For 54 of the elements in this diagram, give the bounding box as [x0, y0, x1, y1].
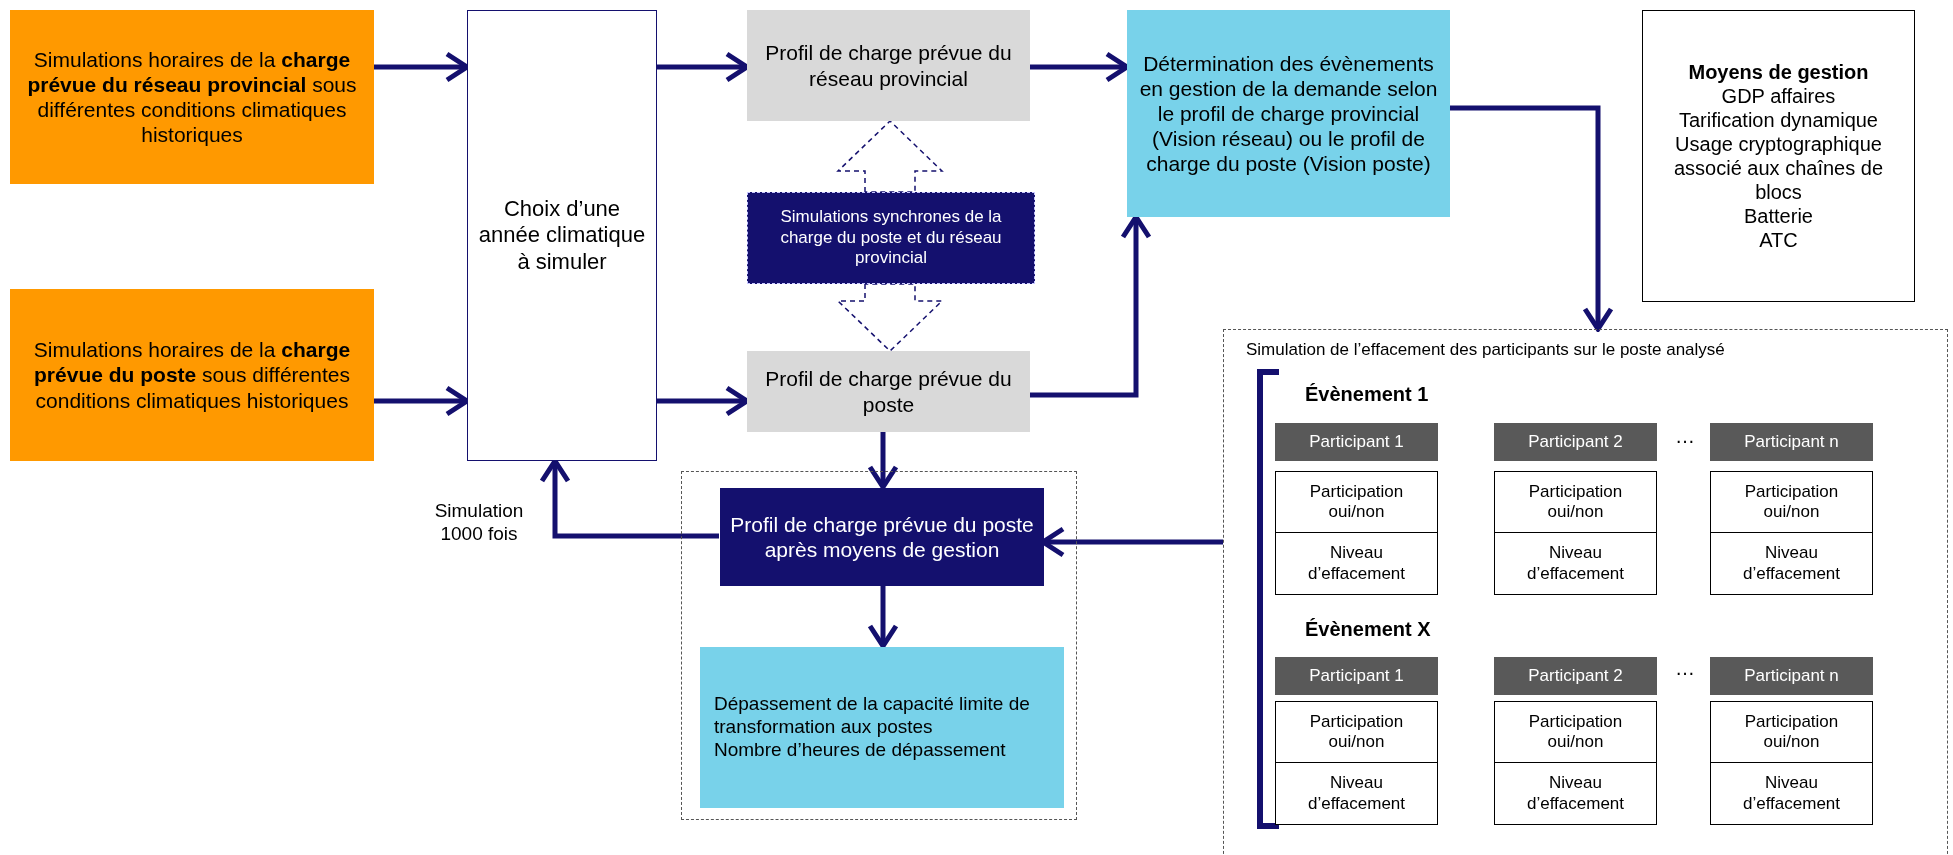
arrow [1450, 105, 1614, 332]
dashed-frame [681, 471, 1077, 820]
level-cell-text: Niveau d’effacement [1742, 542, 1841, 585]
participant-box [1275, 471, 1438, 595]
block-arrow [836, 283, 944, 353]
process-box: Simulations synchrones de la charge du poste et du réseau provincial [747, 192, 1035, 284]
event-heading: Évènement 1 [1305, 383, 1429, 406]
participant-box [1494, 471, 1657, 595]
group-title: Simulation de l’effacement des participants sur le poste analysé [1246, 340, 1725, 361]
participant-box [1710, 701, 1873, 825]
participant-header: Participant 2 [1494, 657, 1657, 695]
participant-header: Participant n [1710, 657, 1873, 695]
result-text: Dépassement de la capacité limite de transformation aux postes [714, 693, 1031, 739]
participant-box [1494, 701, 1657, 825]
input-box: Simulations horaires de la charge prévue du réseau provincial sous différentes conditions climatiques historiques [10, 10, 374, 184]
level-cell-text: Niveau d’effacement [1742, 772, 1841, 815]
process-box: Détermination des évènements en gestion de la demande selon le profil de charge provincial (Vision réseau) ou le profil de charge du poste (Vision poste) [1127, 10, 1450, 217]
list-item: Batterie [1744, 204, 1813, 228]
participant-box [1275, 701, 1438, 825]
process-box: Profil de charge prévue du poste [747, 351, 1030, 432]
event-heading: Évènement X [1305, 618, 1431, 641]
participant-header: Participant 1 [1275, 657, 1438, 695]
ellipsis: … [1675, 657, 1695, 680]
box-heading: Moyens de gestion [1688, 60, 1869, 84]
arrow [867, 432, 899, 490]
process-box: Choix d’une année climatique à simuler [467, 10, 657, 461]
participant-header: Participant 2 [1494, 423, 1657, 461]
participation-cell: Participation oui/non [1276, 472, 1437, 533]
result-text: Nombre d’heures de dépassement [714, 738, 1006, 762]
list-item: ATC [1759, 228, 1798, 252]
level-cell-text: Niveau d’effacement [1307, 542, 1406, 585]
list-item: GDP affaires [1721, 84, 1836, 108]
process-box: Profil de charge prévue du poste après moyens de gestion [720, 488, 1044, 586]
list-item: Usage cryptographique associé aux chaînes de blocs [1673, 132, 1884, 204]
block-arrow [836, 119, 944, 193]
participation-cell: Participation oui/non [1711, 702, 1872, 763]
arrow [867, 585, 899, 649]
list-item: Tarification dynamique [1679, 108, 1878, 132]
result-box [700, 647, 1064, 808]
input-box: Simulations horaires de la charge prévue du poste sous différentes conditions climatiques historiques [10, 289, 374, 461]
participation-cell: Participation oui/non [1495, 702, 1656, 763]
ellipsis: … [1675, 425, 1695, 448]
participation-cell: Participation oui/non [1711, 472, 1872, 533]
participant-header: Participant 1 [1275, 423, 1438, 461]
participant-header: Participant n [1710, 423, 1873, 461]
dashed-frame [1223, 329, 1948, 855]
level-cell-text: Niveau d’effacement [1307, 772, 1406, 815]
participation-cell: Participation oui/non [1276, 702, 1437, 763]
level-cell-text: Niveau d’effacement [1526, 542, 1625, 585]
level-cell-text: Niveau d’effacement [1526, 772, 1625, 815]
info-box [1642, 10, 1915, 302]
participant-box [1710, 471, 1873, 595]
participation-cell: Participation oui/non [1495, 472, 1656, 533]
process-box: Profil de charge prévue du réseau provincial [747, 10, 1030, 121]
